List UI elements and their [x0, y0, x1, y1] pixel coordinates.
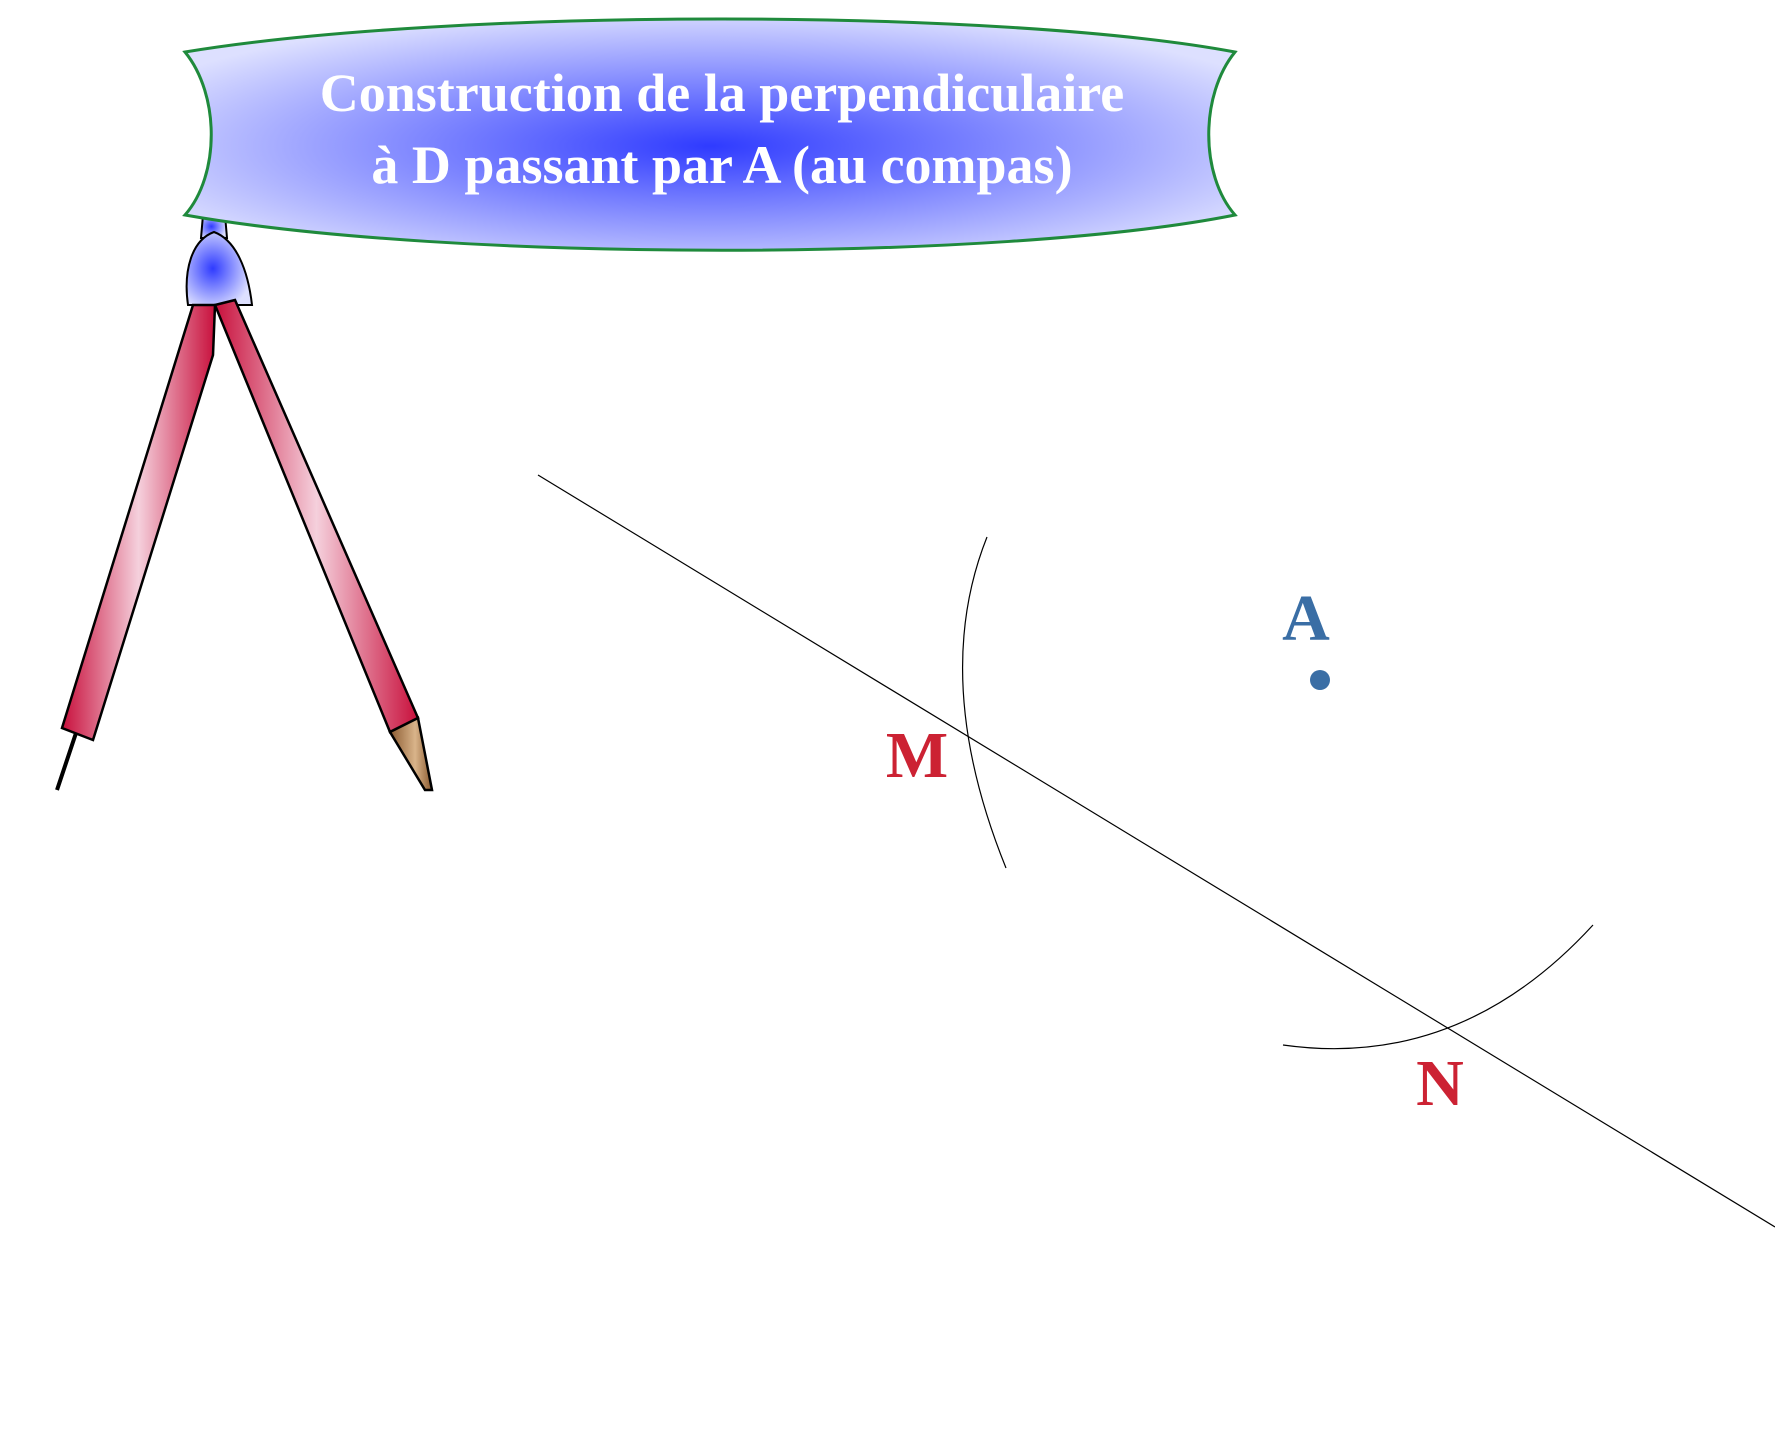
banner-shape [182, 17, 1238, 252]
compass-right-leg [213, 298, 420, 734]
compass-left-leg [60, 303, 217, 742]
title-banner: Construction de la perpendiculaire à D p… [182, 17, 1238, 252]
point-m-label: M [886, 719, 948, 792]
banner-title-line1: Construction de la perpendiculaire [320, 63, 1125, 123]
compass-needle [55, 732, 78, 791]
arc-n [1282, 924, 1594, 1050]
point-n-label: N [1416, 1047, 1464, 1120]
compass-icon [55, 214, 434, 792]
compass-hinge [185, 230, 254, 306]
banner-title-line2: à D passant par A (au compas) [371, 135, 1072, 195]
pencil-tip [388, 716, 434, 792]
point-a-dot [1310, 670, 1330, 690]
point-a-label: A [1282, 582, 1330, 655]
line-d [537, 474, 1775, 1228]
arc-m [961, 536, 1007, 869]
